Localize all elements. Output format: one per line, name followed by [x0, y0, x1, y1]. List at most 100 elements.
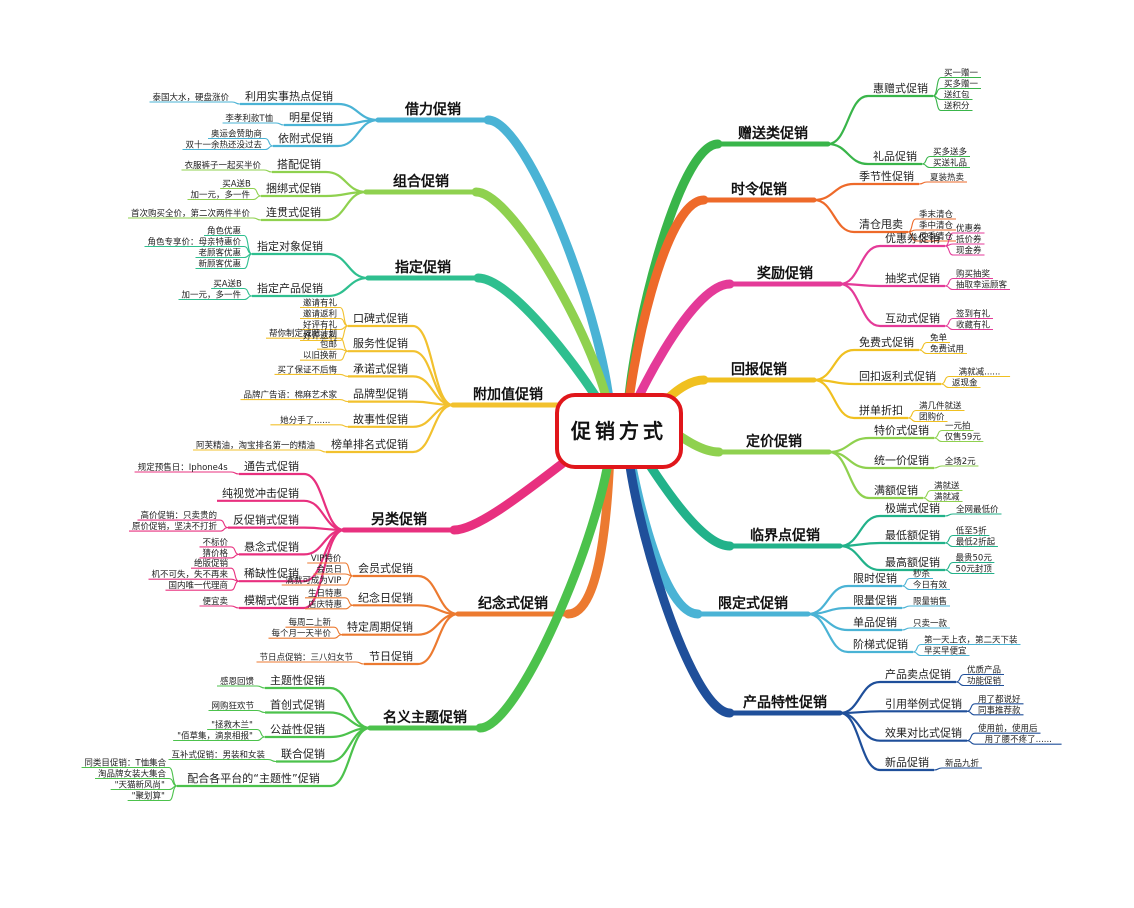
leaf-node: 不标价 — [202, 537, 228, 548]
leaf-node: 首次购买全价，第二次两件半价 — [131, 208, 251, 219]
sub-node: 免费式促销 — [859, 335, 914, 349]
leaf-node: 买了保证不后悔 — [277, 364, 337, 375]
sub-link — [417, 574, 459, 616]
leaf-link — [921, 163, 931, 169]
leaf-link — [252, 187, 262, 197]
leaf-node: 原价促销，坚决不打折 — [132, 521, 218, 532]
leaf-link — [933, 429, 943, 439]
leaf-link — [955, 673, 965, 683]
sub-node: 反促销式促销 — [233, 513, 299, 527]
leaf-node: 抽取幸运顾客 — [956, 280, 1008, 291]
leaf-node: 50元封顶 — [956, 564, 993, 575]
leaf-node: 品牌广告语：棉麻艺术家 — [243, 390, 337, 401]
sub-node: 纪念日促销 — [358, 590, 413, 604]
branch-title: 附加值促销 — [473, 386, 543, 403]
leaf-link — [907, 409, 917, 419]
leaf-node: 双十一余热还没过去 — [185, 140, 262, 151]
branch-title: 组合促销 — [393, 173, 449, 190]
leaf-node: 用了腰不疼了...... — [985, 734, 1052, 745]
leaf-node: 只卖一款 — [913, 618, 948, 629]
sub-node: 明星促销 — [289, 110, 333, 124]
leaf-link — [256, 685, 266, 689]
sub-node: 依附式促销 — [278, 131, 333, 145]
leaf-link — [344, 597, 354, 606]
branch-title: 指定促销 — [395, 259, 451, 276]
sub-link — [807, 584, 849, 616]
sub-node: 承诺式促销 — [353, 361, 408, 375]
leaf-node: 好评有礼 — [303, 320, 338, 331]
leaf-node: 老顾客优惠 — [198, 248, 241, 259]
leaf-link — [918, 349, 928, 355]
leaf-link — [243, 253, 253, 270]
leaf-node: 买一赠一 — [944, 68, 979, 79]
branch-2: 指定促销指定对象促销角色优惠角色专享价：母亲特惠价老顾客优惠新顾客优惠指定产品促… — [147, 226, 451, 301]
leaf-node: 用了都说好 — [978, 694, 1021, 705]
leaf-node: 绝版促销 — [194, 558, 229, 569]
leaf-link — [901, 605, 911, 609]
central-title: 促销方式 — [570, 419, 667, 443]
sub-node: 服务性促销 — [353, 336, 408, 350]
sub-link — [813, 378, 855, 420]
leaf-link — [339, 424, 349, 428]
branch-11: 定价促销特价式促销一元拍仅售59元统一价促销全场2元满额促销满就送满就减 — [746, 421, 981, 503]
sub-link — [412, 403, 454, 428]
sub-link — [839, 680, 881, 715]
sub-node: 礼品促销 — [873, 149, 917, 163]
branch-link — [622, 431, 735, 718]
leaf-node: "聚划算" — [132, 791, 165, 802]
leaf-link — [230, 471, 240, 475]
leaf-node: 店庆特惠 — [308, 599, 342, 610]
sub-node: 阶梯式促销 — [853, 637, 908, 651]
sub-node: 抽奖式促销 — [885, 271, 940, 285]
central-box — [555, 393, 683, 469]
leaf-node: 国内唯一代理商 — [168, 580, 228, 591]
sub-link — [417, 612, 459, 666]
leaf-node: 低至5折 — [956, 526, 987, 537]
leaf-link — [264, 145, 274, 151]
sub-link — [337, 118, 379, 148]
sub-node: 指定对象促销 — [257, 239, 323, 253]
sub-link — [329, 686, 371, 730]
leaf-node: 免单 — [930, 333, 948, 344]
leaf-link — [944, 542, 954, 548]
sub-node: 口碑式促销 — [353, 311, 408, 325]
leaf-link — [944, 317, 954, 327]
sub-node: 效果对比式促销 — [885, 726, 962, 740]
leaf-link — [901, 585, 911, 591]
leaf-link — [275, 122, 285, 126]
sub-link — [325, 170, 367, 194]
leaf-node: 季末清仓 — [919, 209, 954, 220]
leaf-node: 满就可成为VIP — [285, 575, 341, 586]
branch-4: 另类促销通告式促销规定预售日：Iphone4s纯视觉冲击促销反促销式促销高价促销… — [132, 459, 427, 607]
leaf-link — [317, 449, 327, 453]
branch-title: 奖励促销 — [757, 265, 813, 282]
branch-title: 时令促销 — [731, 181, 787, 198]
leaf-link — [168, 785, 178, 802]
leaf-node: 今日有效 — [913, 580, 948, 591]
sub-node: 回扣返利式促销 — [859, 369, 936, 383]
leaf-node: 送积分 — [944, 101, 970, 112]
leaf-node: 最低2折起 — [956, 537, 996, 548]
leaf-link — [940, 383, 950, 389]
leaf-link — [230, 553, 240, 559]
leaf-node: 夏装热卖 — [930, 172, 965, 183]
sub-link — [329, 726, 371, 788]
branch-1: 组合促销搭配促销衣服裤子一起买半价捆绑式促销买A送B加一元，多一件连贯式促销首次… — [131, 157, 449, 219]
sub-link — [807, 606, 849, 616]
sub-node: 故事性促销 — [353, 412, 408, 426]
sub-node: 惠赠式促销 — [873, 81, 928, 95]
leaf-link — [944, 561, 954, 571]
leaf-link — [966, 740, 976, 745]
leaf-node: 衣服裤子一起买半价 — [184, 160, 261, 171]
sub-link — [839, 244, 881, 286]
leaf-node: 现金券 — [956, 245, 982, 256]
branch-title: 纪念式促销 — [478, 595, 548, 612]
leaf-node: 感恩回馈 — [220, 676, 255, 687]
sub-node: 主题性促销 — [270, 673, 325, 687]
leaf-link — [243, 295, 253, 301]
branch-14: 产品特性促销产品卖点促销优质产品功能促销引用举例式促销用了都说好同事推荐款效果对… — [743, 665, 1052, 770]
branch-8: 时令促销季节性促销夏装热卖清仓甩卖季末清仓季中清仓反季清仓 — [731, 169, 964, 242]
leaf-link — [933, 465, 943, 469]
leaf-node: 仅售59元 — [945, 432, 982, 443]
